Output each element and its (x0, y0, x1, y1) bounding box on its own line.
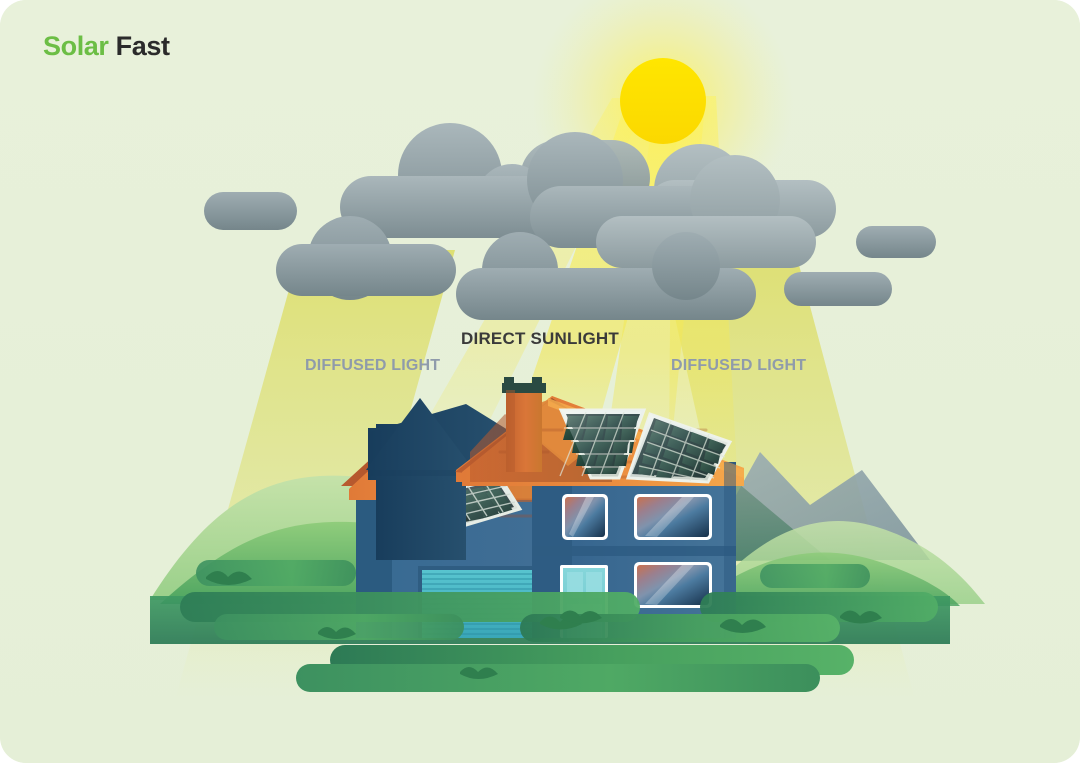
cloud-group-main (276, 123, 816, 320)
brand-logo[interactable]: Solar Fast (43, 33, 170, 60)
logo-word-fast: Fast (108, 31, 170, 61)
window-upper-right (634, 494, 712, 540)
sun (620, 58, 706, 144)
bush-tufts (206, 571, 882, 679)
label-diffused-light-left: DIFFUSED LIGHT (305, 357, 441, 374)
roof-solar-panel-left (558, 408, 647, 480)
label-direct-sunlight: DIRECT SUNLIGHT (461, 329, 619, 348)
roof-solar-panel-right (625, 412, 733, 484)
window-upper-left (562, 494, 608, 540)
label-diffused-light-right: DIFFUSED LIGHT (671, 357, 807, 374)
chimney (502, 377, 546, 472)
foreground-grass (180, 560, 938, 692)
window-lower-right (634, 562, 712, 608)
logo-word-solar: Solar (43, 31, 109, 61)
